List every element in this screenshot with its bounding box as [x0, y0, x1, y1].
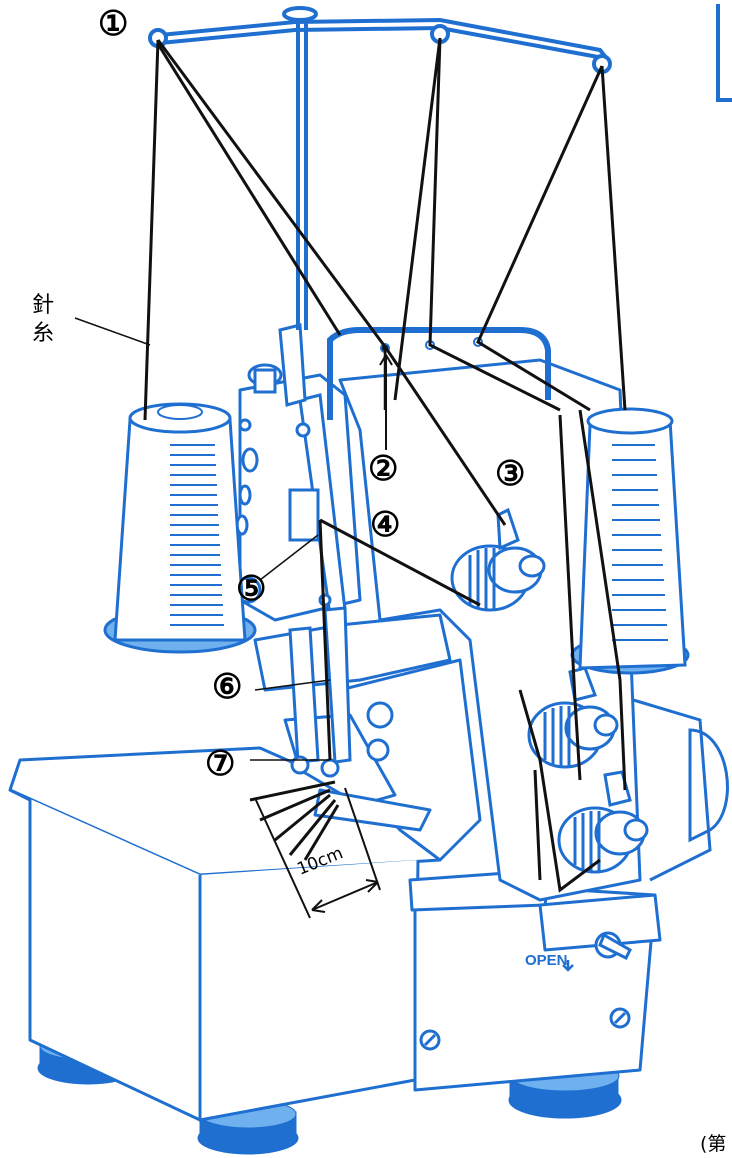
open-switch: OPEN [525, 931, 632, 972]
needle-thread-label-top: 針 [32, 293, 54, 318]
callout-3: ③ [495, 454, 525, 494]
leader-lines [74, 317, 331, 761]
right-thread-cone [570, 407, 690, 675]
tension-dial-3 [557, 770, 649, 874]
machine-base [8, 746, 662, 1122]
machine-feet [37, 1031, 622, 1155]
callout-7: ⑦ [205, 744, 235, 784]
left-thread-cone [103, 402, 257, 654]
callout-6: ⑥ [212, 667, 242, 707]
needle-thread-label-bottom: 糸 [32, 321, 54, 346]
guide-arrow [379, 353, 393, 450]
callout-1: ① [98, 4, 128, 44]
callout-5: ⑤ [236, 569, 266, 609]
open-label: OPEN [525, 952, 568, 969]
corner-note: (第 [700, 1133, 726, 1155]
tension-dial-1 [450, 507, 546, 612]
handwheel [688, 728, 729, 843]
corner-frame [716, 4, 732, 102]
carry-handle [327, 327, 551, 400]
thread-stand [148, 6, 612, 330]
needle-assembly [234, 323, 394, 778]
callout-4: ④ [370, 505, 400, 545]
measurement-10cm [254, 787, 381, 919]
callout-2: ② [368, 449, 398, 489]
